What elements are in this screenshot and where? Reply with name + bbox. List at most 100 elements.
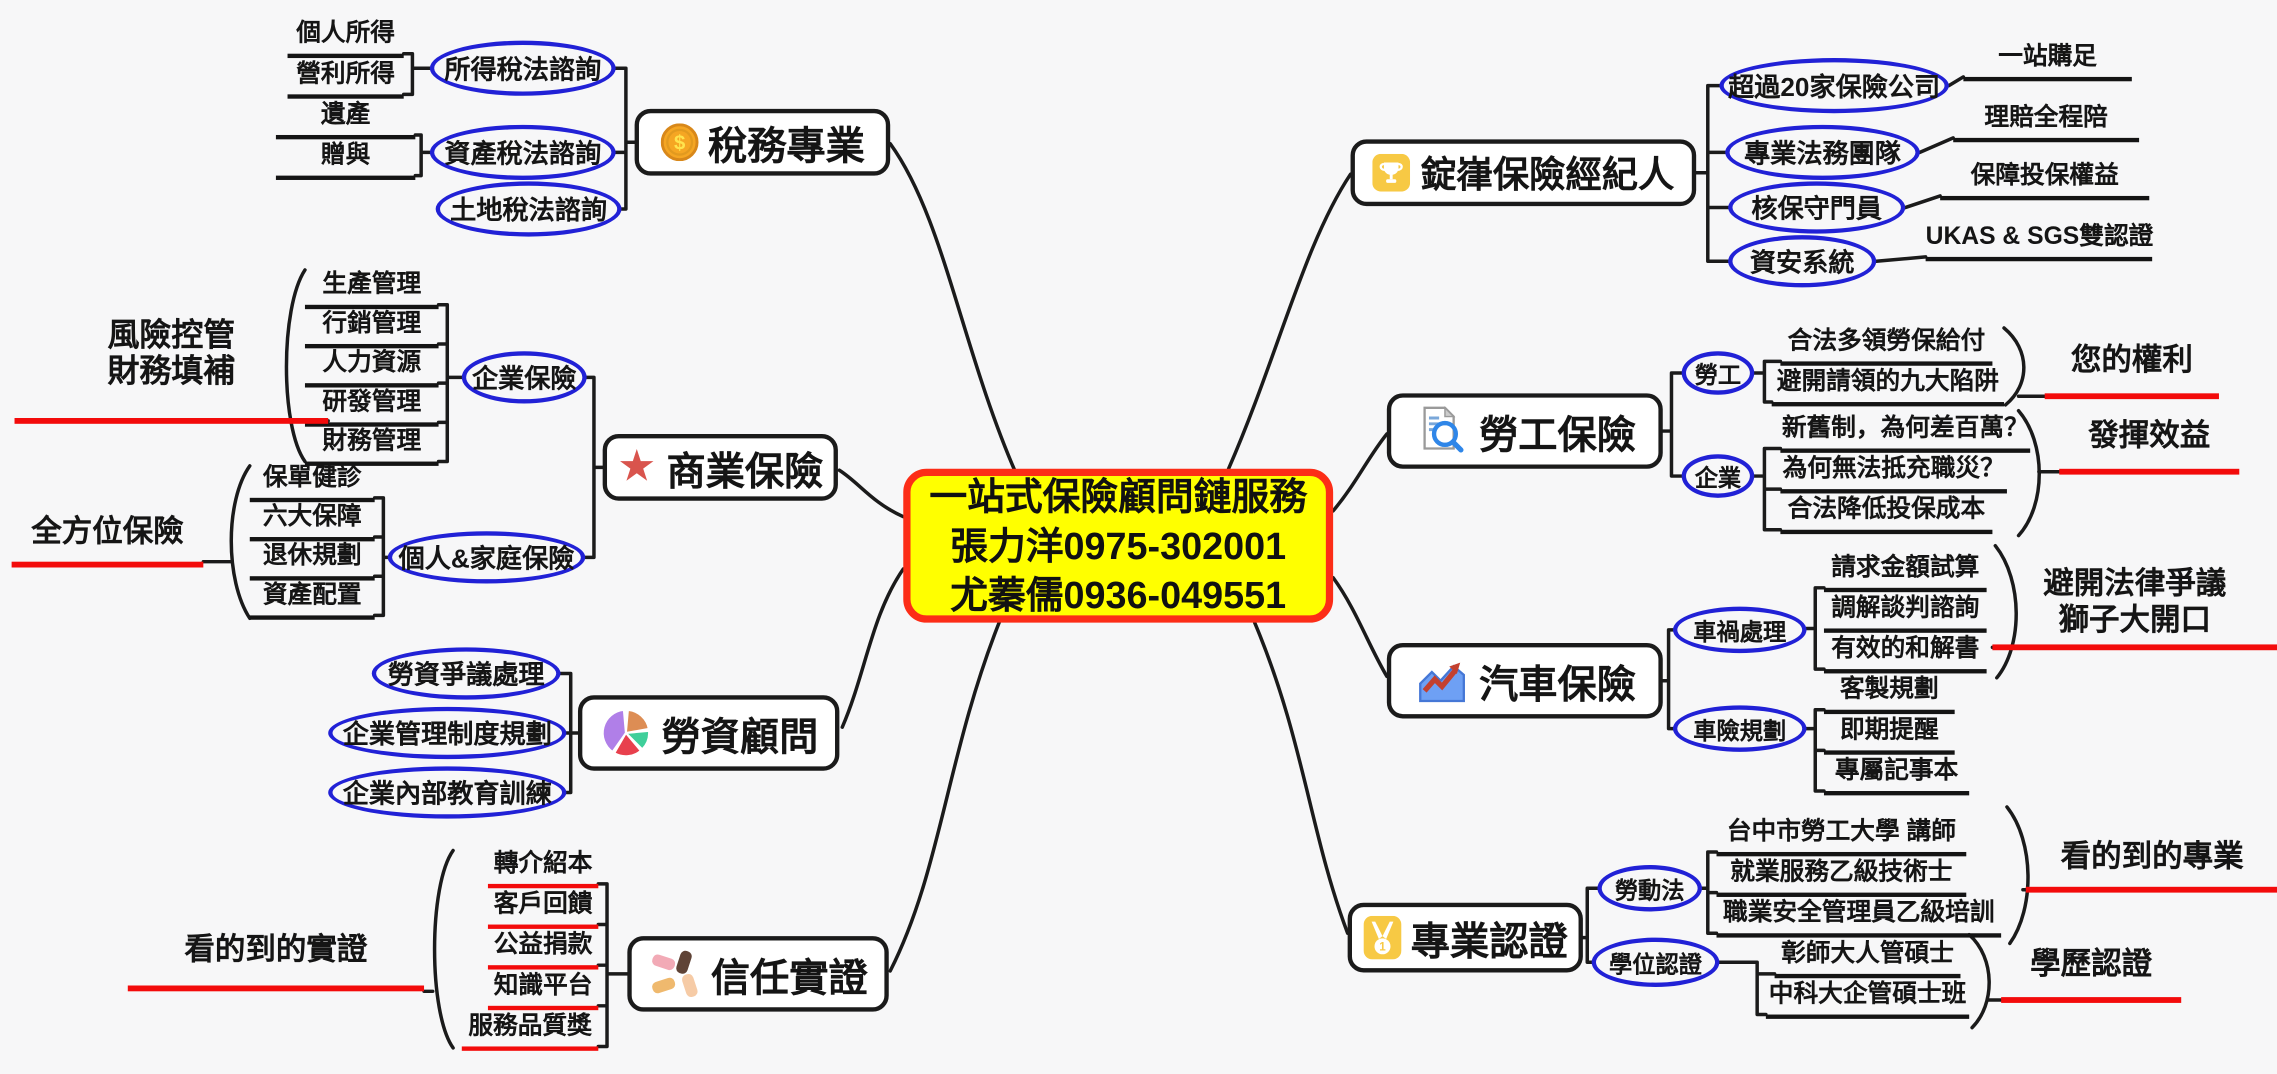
leaf-custom-planning[interactable]: 客製規劃 — [1823, 673, 1955, 715]
topic-car-insurance[interactable]: 汽車保險 — [1386, 642, 1663, 719]
subtopic-internal-training[interactable]: 企業內部教育訓練 — [328, 766, 567, 819]
subtopic-labor-law[interactable]: 勞動法 — [1597, 865, 1702, 912]
subtopic-income-tax-law[interactable]: 所得稅法諮詢 — [429, 40, 616, 96]
leaf-policy-checkup[interactable]: 保單健診 — [249, 462, 375, 503]
leaf-charity-donation[interactable]: 公益捐款 — [487, 929, 599, 970]
subtopic-workers[interactable]: 勞工 — [1681, 351, 1755, 395]
leaf-effective-settlement[interactable]: 有效的和解書 — [1823, 633, 1987, 674]
leaf-protect-policy-rights[interactable]: 保障投保權益 — [1940, 160, 2150, 201]
leaf-occupational-accident-offset[interactable]: 為何無法抵充職災？ — [1780, 453, 2007, 494]
consult-brackets — [558, 671, 580, 795]
callout-avoid-legal-dispute[interactable]: 避開法律爭議 獅子大開口 — [1992, 566, 2277, 651]
topic-laborins-label: 勞工保險 — [1479, 412, 1636, 457]
topic-tax[interactable]: $ 稅務專業 — [634, 108, 891, 176]
red-star-icon: ★ — [617, 442, 657, 491]
leaf-rnd-mgmt[interactable]: 研發管理 — [304, 386, 439, 427]
leaf-asset-allocation[interactable]: 資產配置 — [249, 579, 375, 620]
leaf-retirement-planning[interactable]: 退休規劃 — [249, 540, 375, 581]
leaf-claim-amount-estimate[interactable]: 請求金額試算 — [1823, 552, 1987, 593]
leaf-dedicated-notebook[interactable]: 專屬記事本 — [1823, 755, 1970, 796]
callout-all-round-insurance[interactable]: 全方位保險 — [11, 514, 204, 568]
topic-professional-certification[interactable]: 1 專業認證 — [1347, 902, 1583, 973]
main-branch-curves — [837, 141, 1389, 973]
leaf-maximize-labor-benefits[interactable]: 合法多領勞保給付 — [1780, 325, 1993, 366]
tax-brackets — [401, 51, 637, 211]
subtopic-labor-dispute[interactable]: 勞資爭議處理 — [371, 647, 561, 700]
trend-chart-icon — [1414, 653, 1469, 708]
callout-visible-proof[interactable]: 看的到的實證 — [127, 932, 425, 992]
topic-consultant-label: 勞資顧問 — [661, 714, 819, 759]
topic-magnum-broker[interactable]: 錠嵂保險經紀人 — [1350, 139, 1697, 207]
leaf-marketing-mgmt[interactable]: 行銷管理 — [304, 308, 439, 349]
svg-text:$: $ — [673, 132, 685, 154]
leaf-nutc-mba-program[interactable]: 中科大企管碩士班 — [1765, 978, 1970, 1019]
leaf-occupational-safety-training[interactable]: 職業安全管理員乙級培訓 — [1716, 897, 2002, 938]
topic-trust-proof[interactable]: 信任實證 — [627, 936, 889, 1012]
leaf-finance-mgmt[interactable]: 財務管理 — [304, 425, 439, 466]
callout-risk-control[interactable]: 風險控管 財務填補 — [14, 316, 329, 424]
subtopic-degree-certification[interactable]: 學位認證 — [1591, 937, 1720, 987]
leaf-gift[interactable]: 贈與 — [275, 139, 416, 180]
subtopic-enterprises[interactable]: 企業 — [1681, 454, 1755, 498]
leaf-service-quality-award[interactable]: 服務品質獎 — [461, 1010, 599, 1051]
pie-chart-icon — [599, 707, 651, 759]
leaf-renewal-reminder[interactable]: 即期提醒 — [1823, 714, 1955, 755]
trophy-icon — [1372, 153, 1411, 192]
subtopic-20-insurers[interactable]: 超過20家保險公司 — [1719, 58, 1949, 114]
subtopic-car-policy-planning[interactable]: 車險規劃 — [1672, 705, 1807, 752]
topic-business-label: 商業保險 — [666, 449, 824, 493]
callout-maximize-benefit[interactable]: 發揮效益 — [2059, 418, 2240, 475]
central-topic[interactable]: 一站式保險顧問鏈服務 張力洋0975-302001 尤蓁儒0936-049551 — [903, 468, 1334, 623]
leaf-mediation-consulting[interactable]: 調解談判諮詢 — [1823, 592, 1987, 633]
topic-trust-label: 信任實證 — [710, 955, 868, 1000]
medal-icon: 1 — [1362, 915, 1401, 960]
leaf-business-income[interactable]: 營利所得 — [287, 58, 404, 99]
subtopic-mgmt-system-planning[interactable]: 企業管理制度規劃 — [328, 706, 567, 760]
leaf-labor-university-lecturer[interactable]: 台中市勞工大學 講師 — [1716, 816, 1967, 857]
carins-brackets — [1661, 543, 2018, 793]
laborins-brackets — [1661, 326, 2061, 538]
leaf-six-protections[interactable]: 六大保障 — [249, 501, 375, 542]
leaf-lower-insurance-cost[interactable]: 合法降低投保成本 — [1780, 493, 1993, 535]
leaf-customer-feedback[interactable]: 客戶回饋 — [487, 888, 599, 929]
subtopic-accident-handling[interactable]: 車禍處理 — [1672, 606, 1807, 654]
topic-labor-insurance[interactable]: 勞工保險 — [1386, 393, 1663, 469]
topic-carins-label: 汽車保險 — [1479, 662, 1636, 707]
subtopic-enterprise-insurance[interactable]: 企業保險 — [461, 351, 587, 404]
topic-cert-label: 專業認證 — [1410, 919, 1568, 964]
leaf-production-mgmt[interactable]: 生產管理 — [304, 269, 439, 310]
subtopic-legal-team[interactable]: 專業法務團隊 — [1725, 124, 1920, 180]
topic-labor-consultant[interactable]: 勞資顧問 — [577, 695, 840, 771]
dollar-coin-icon: $ — [660, 123, 698, 162]
topic-magnum-label: 錠嵂保險經紀人 — [1420, 155, 1675, 196]
subtopic-asset-tax-law[interactable]: 資產稅法諮詢 — [429, 124, 616, 180]
leaf-avoid-nine-claim-traps[interactable]: 避開請領的九大陷阱 — [1771, 366, 2005, 407]
hands-together-icon — [648, 948, 700, 1000]
topic-tax-label: 稅務專業 — [707, 124, 865, 168]
callout-your-rights[interactable]: 您的權利 — [2044, 343, 2219, 400]
svg-text:1: 1 — [1379, 941, 1386, 954]
leaf-claims-accompaniment[interactable]: 理賠全程陪 — [1953, 102, 2140, 143]
leaf-personal-income[interactable]: 個人所得 — [287, 17, 404, 59]
leaf-one-stop-shopping[interactable]: 一站購足 — [1963, 41, 2132, 82]
trust-brackets — [422, 848, 630, 1050]
leaf-referral-book[interactable]: 轉介紹本 — [487, 848, 599, 889]
cert-brackets — [1581, 805, 2030, 1030]
leaf-human-resources[interactable]: 人力資源 — [304, 347, 439, 388]
leaf-ncue-hr-master[interactable]: 彰師大人管碩士 — [1774, 938, 1961, 979]
leaf-ukas-sgs-certification[interactable]: UKAS & SGS雙認證 — [1925, 221, 2153, 262]
topic-business-insurance[interactable]: ★ 商業保險 — [602, 433, 838, 501]
central-contact-2: 尤蓁儒0936-049551 — [950, 573, 1287, 617]
central-title: 一站式保險顧問鏈服務 — [929, 474, 1307, 519]
leaf-new-old-system-difference[interactable]: 新舊制，為何差百萬？ — [1780, 412, 2031, 453]
subtopic-personal-family-insurance[interactable]: 個人&家庭保險 — [387, 531, 586, 584]
subtopic-land-tax-law[interactable]: 土地稅法諮詢 — [435, 181, 622, 237]
leaf-estate[interactable]: 遺產 — [275, 99, 416, 140]
subtopic-infosec-system[interactable]: 資安系統 — [1728, 235, 1877, 288]
callout-degree-recognition[interactable]: 學歷認證 — [2001, 946, 2182, 1003]
callout-visible-professionalism[interactable]: 看的到的專業 — [2025, 839, 2277, 893]
leaf-knowledge-platform[interactable]: 知識平台 — [487, 970, 599, 1011]
leaf-employment-service-technician[interactable]: 就業服務乙級技術士 — [1716, 856, 1967, 897]
subtopic-underwriting-gatekeeper[interactable]: 核保守門員 — [1728, 181, 1906, 234]
